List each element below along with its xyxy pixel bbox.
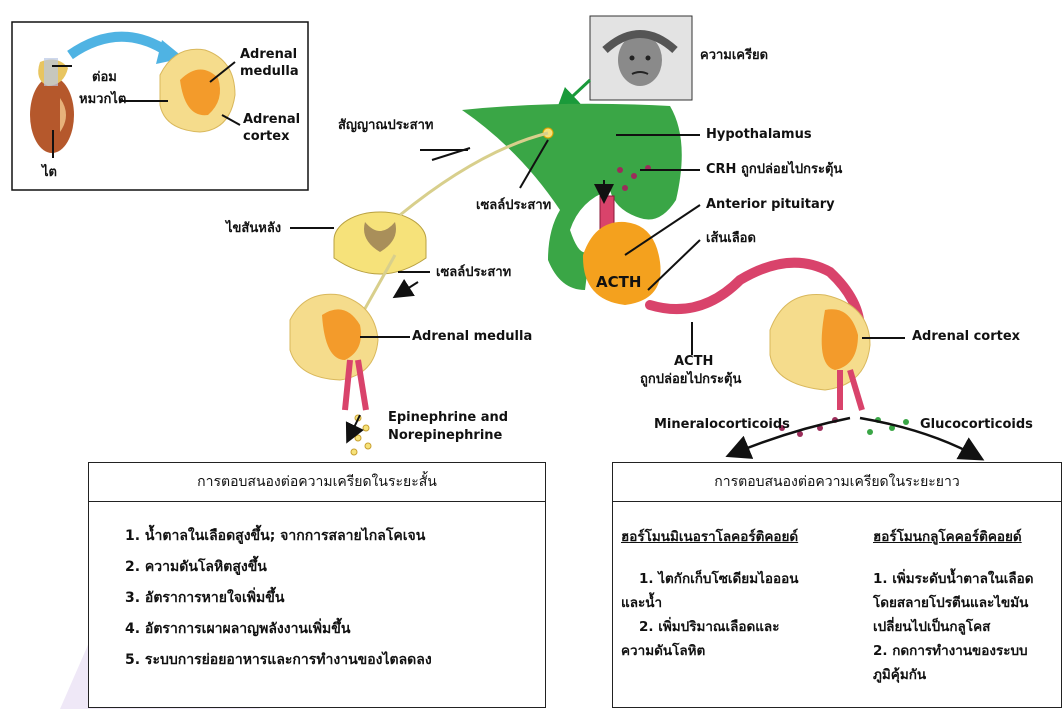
stress-photo	[590, 16, 692, 100]
short-term-item: 1. น้ำตาลในเลือดสูงขึ้น; จากการสลายไกลโค…	[125, 521, 432, 552]
spinal-cord-shape	[334, 212, 426, 274]
inset-label-cortex-2: cortex	[243, 129, 289, 145]
hypothalamus-label: Hypothalamus	[706, 127, 812, 143]
hormone-dots	[351, 415, 371, 455]
short-term-item: 3. อัตราการหายใจเพิ่มขึ้น	[125, 583, 432, 614]
inset-label-medulla-2: medulla	[240, 64, 299, 80]
spinal-cord-label: ไขสันหลัง	[226, 221, 281, 237]
adrenal-gland-inset	[160, 49, 235, 132]
inset-label-gland2: หมวกไต	[79, 92, 126, 108]
adrenal-medulla-gland	[290, 294, 378, 410]
long-term-box: การตอบสนองต่อความเครียดในระยะยาว ฮอร์โมน…	[612, 462, 1062, 708]
short-term-item: 4. อัตราการเผาผลาญพลังงานเพิ่มขึ้น	[125, 614, 432, 645]
anterior-pituitary-label: Anterior pituitary	[706, 197, 835, 213]
nerve-signal-label: สัญญาณประสาท	[338, 118, 433, 134]
short-term-list: 1. น้ำตาลในเลือดสูงขึ้น; จากการสลายไกลโค…	[125, 521, 432, 676]
crh-label: CRH ถูกปล่อยไปกระตุ้น	[706, 162, 842, 178]
gluco-heading: ฮอร์โมนกลูโคคอร์ติคอยด์	[873, 525, 1033, 549]
gluco-line: ภูมิคุ้มกัน	[873, 663, 1033, 687]
acth-label-2: ถูกปล่อยไปกระตุ้น	[640, 372, 741, 388]
anterior-pituitary-shape	[583, 222, 661, 305]
short-term-item: 5. ระบบการย่อยอาหารและการทำงานของไตลดลง	[125, 645, 432, 676]
adrenal-cortex-label: Adrenal cortex	[912, 329, 1020, 345]
short-term-box: การตอบสนองต่อความเครียดในระยะสั้น 1. น้ำ…	[88, 462, 546, 708]
inset-label-kidney: ไต	[42, 165, 57, 181]
short-term-title: การตอบสนองต่อความเครียดในระยะสั้น	[89, 463, 545, 502]
mineral-heading: ฮอร์โมนมิเนอราโลคอร์ติคอยด์	[621, 525, 798, 549]
gluco-column: ฮอร์โมนกลูโคคอร์ติคอยด์ 1. เพิ่มระดับน้ำ…	[873, 525, 1033, 687]
acth-center-label: ACTH	[596, 274, 641, 290]
nerve-cell-top-label: เซลล์ประสาท	[476, 198, 551, 214]
stress-label: ความเครียด	[700, 48, 768, 64]
mineral-line: 2. เพิ่มปริมาณเลือดและ	[621, 615, 798, 639]
gluco-line: เปลี่ยนไปเป็นกลูโคส	[873, 615, 1033, 639]
short-term-item: 2. ความดันโลหิตสูงขึ้น	[125, 552, 432, 583]
mineral-line: ความดันโลหิต	[621, 639, 798, 663]
mineral-line: 1. ไตกักเก็บโซเดียมไอออน	[621, 567, 798, 591]
epinephrine-label-1: Epinephrine and	[388, 410, 508, 426]
glucocorticoids-label: Glucocorticoids	[920, 417, 1033, 433]
adrenal-medulla-label: Adrenal medulla	[412, 329, 532, 345]
acth-label-1: ACTH	[674, 354, 713, 370]
gluco-line: 1. เพิ่มระดับน้ำตาลในเลือด	[873, 567, 1033, 591]
mineral-line: และน้ำ	[621, 591, 798, 615]
mineralocorticoids-label: Mineralocorticoids	[654, 417, 790, 433]
adrenal-cortex-gland	[770, 294, 870, 410]
inset-label-gland: ต่อม	[92, 70, 117, 86]
blood-vessel-label: เส้นเลือด	[706, 231, 756, 247]
mineral-column: ฮอร์โมนมิเนอราโลคอร์ติคอยด์ 1. ไตกักเก็บ…	[621, 525, 798, 663]
inset-label-medulla-1: Adrenal	[240, 47, 297, 63]
gluco-line: โดยสลายโปรตีนและไขมัน	[873, 591, 1033, 615]
epinephrine-label-2: Norepinephrine	[388, 428, 502, 444]
long-term-title: การตอบสนองต่อความเครียดในระยะยาว	[613, 463, 1061, 502]
inset-label-cortex-1: Adrenal	[243, 112, 300, 128]
nerve-cell-mid-label: เซลล์ประสาท	[436, 265, 511, 281]
gluco-line: 2. กดการทำงานของระบบ	[873, 639, 1033, 663]
